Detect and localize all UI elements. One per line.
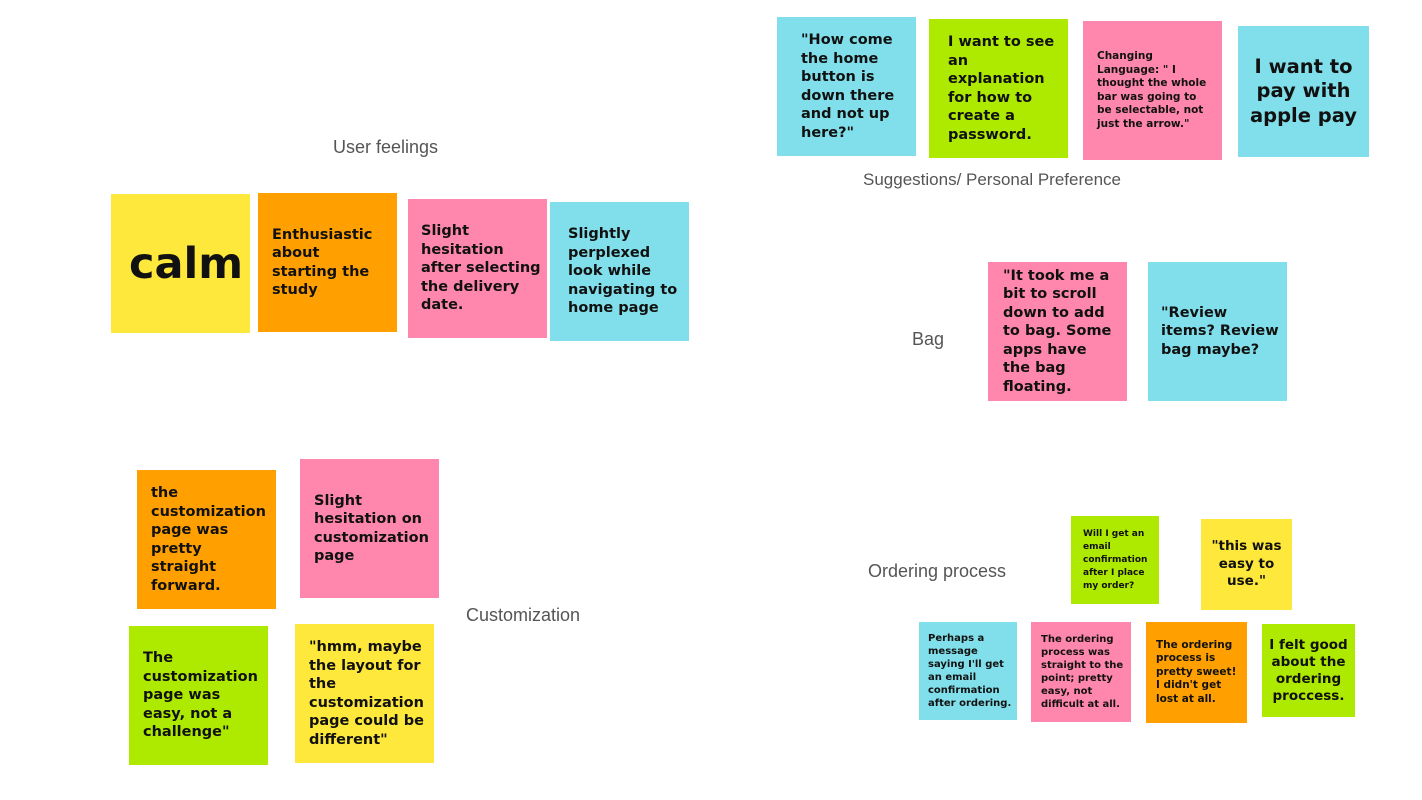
sticky-note-text: The customization page was easy, not a c… [143,650,258,741]
sticky-note-text: "this was easy to use." [1211,538,1282,590]
sticky-note-home-button[interactable]: "How come the home button is down there … [777,17,916,156]
sticky-note-text: the customization page was pretty straig… [151,485,266,594]
sticky-note-text: I want to see an explanation for how to … [948,34,1055,143]
sticky-note-apple-pay[interactable]: I want to pay with apple pay [1238,26,1369,157]
sticky-note-easy-to-use[interactable]: "this was easy to use." [1201,519,1292,610]
sticky-note-text: I felt good about the ordering proccess. [1269,636,1348,704]
sticky-note-text: The ordering process is pretty sweet! I … [1156,638,1237,705]
group-label-user-feelings: User feelings [333,137,439,157]
sticky-note-message-email-confirmation[interactable]: Perhaps a message saying I'll get an ema… [919,622,1017,720]
sticky-note-text: "How come the home button is down there … [801,32,895,141]
sticky-note-review-bag[interactable]: "Review items? Review bag maybe? [1148,262,1287,401]
sticky-note-text: "Review items? Review bag maybe? [1161,304,1279,358]
sticky-note-customization-hesitation[interactable]: Slight hesitation on customization page [300,459,439,598]
group-label-bag: Bag [912,329,945,349]
sticky-note-text: Perhaps a message saying I'll get an ema… [928,633,1012,709]
sticky-note-text: Will I get an email confirmation after I… [1083,528,1148,591]
sticky-note-ordering-pretty-sweet[interactable]: The ordering process is pretty sweet! I … [1146,622,1247,723]
sticky-note-customization-layout[interactable]: "hmm, maybe the layout for the customiza… [295,624,434,763]
sticky-note-scroll-add-to-bag[interactable]: "It took me a bit to scroll down to add … [988,262,1127,401]
sticky-note-text: I want to pay with apple pay [1249,54,1357,127]
sticky-note-email-confirmation-question[interactable]: Will I get an email confirmation after I… [1071,516,1159,604]
sticky-note-felt-good-ordering[interactable]: I felt good about the ordering proccess. [1262,624,1355,717]
sticky-note-enthusiastic[interactable]: Enthusiastic about starting the study [258,193,397,332]
sticky-note-text: calm [129,238,244,289]
group-label-suggestions: Suggestions/ Personal Preference [863,170,1121,189]
sticky-note-text: Enthusiastic about starting the study [272,226,373,299]
sticky-note-calm[interactable]: calm [111,194,250,333]
group-label-customization: Customization [466,605,581,625]
sticky-note-customization-easy[interactable]: The customization page was easy, not a c… [129,626,268,765]
sticky-note-changing-language[interactable]: Changing Language: " I thought the whole… [1083,21,1222,160]
sticky-note-text: "hmm, maybe the layout for the customiza… [309,639,424,748]
sticky-note-delivery-hesitation[interactable]: Slight hesitation after selecting the de… [408,199,547,338]
group-label-ordering-process: Ordering process [868,561,1007,581]
sticky-note-password-explanation[interactable]: I want to see an explanation for how to … [929,19,1068,158]
sticky-note-text: Slight hesitation on customization page [314,492,429,565]
sticky-note-text: The ordering process was straight to the… [1041,634,1124,710]
sticky-note-text: Slight hesitation after selecting the de… [421,223,541,314]
sticky-note-ordering-straight-to-point[interactable]: The ordering process was straight to the… [1031,622,1131,722]
sticky-note-perplexed[interactable]: Slightly perplexed look while navigating… [550,202,689,341]
sticky-note-text: Slightly perplexed look while navigating… [568,226,678,317]
sticky-note-text: "It took me a bit to scroll down to add … [1003,267,1112,395]
sticky-note-customization-straightforward[interactable]: the customization page was pretty straig… [137,470,276,609]
sticky-note-text: Changing Language: " I thought the whole… [1097,50,1207,130]
